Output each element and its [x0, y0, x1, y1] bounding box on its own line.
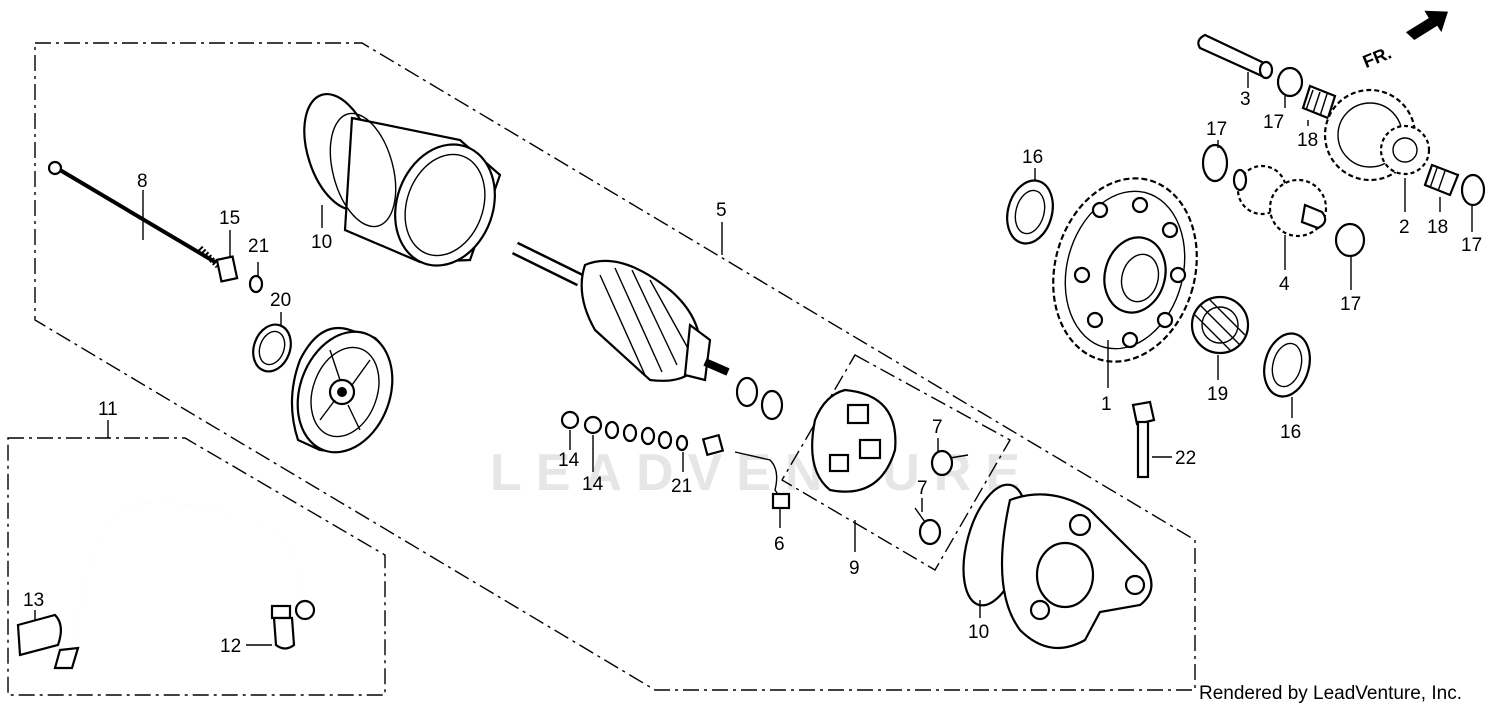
- washer-16-upper-part: [1006, 179, 1054, 245]
- callout-13: 13: [23, 590, 44, 611]
- idle-gear-4-part: [1232, 164, 1328, 238]
- terminal-bolt-12-part: [270, 604, 296, 650]
- credit-footer: Rendered by LeadVenture, Inc.: [1198, 683, 1462, 704]
- armature-part: [511, 241, 730, 382]
- callout-7-lower: 7: [917, 478, 928, 499]
- callout-14-right: 14: [582, 474, 604, 495]
- callout-1: 1: [1101, 394, 1112, 415]
- cable-group-outline: [7, 437, 386, 696]
- callout-17-mid: 17: [1340, 294, 1361, 315]
- front-direction-arrow: FR.: [1360, 10, 1448, 72]
- callout-21-lower: 21: [671, 476, 692, 497]
- starter-motor-group-outline: [34, 42, 1196, 691]
- front-cover-part: [1000, 493, 1153, 650]
- callout-10-lower: 10: [968, 622, 989, 643]
- callout-15: 15: [219, 208, 240, 229]
- callout-12: 12: [220, 636, 241, 657]
- washer-17-right-part: [1460, 173, 1486, 207]
- brush-holder-part: [811, 388, 897, 493]
- terminal-boot-13-part: [16, 613, 62, 657]
- callout-17-left: 17: [1206, 119, 1227, 140]
- washer-16-lower-part: [1263, 332, 1311, 398]
- callout-21-upper: 21: [248, 236, 269, 257]
- callout-5: 5: [716, 200, 727, 221]
- long-bolt-part: [47, 160, 221, 269]
- callout-19: 19: [1207, 384, 1228, 405]
- callout-4: 4: [1279, 274, 1290, 295]
- callout-6: 6: [774, 534, 785, 555]
- nut-15-part: [215, 255, 239, 283]
- bolt-22-part: [1131, 400, 1156, 479]
- callout-18-top: 18: [1297, 130, 1318, 151]
- washer-17-mid-part: [1334, 222, 1366, 258]
- callout-16-upper: 16: [1022, 147, 1043, 168]
- callout-17-top: 17: [1263, 112, 1284, 133]
- callout-16-lower: 16: [1280, 422, 1301, 443]
- shaft-3-part: [1197, 33, 1274, 80]
- brush-spring-upper-part: [930, 449, 969, 477]
- yoke-housing-part: [329, 112, 502, 267]
- o-ring-20-part: [252, 323, 292, 373]
- washer-16-upper-inner: [1014, 189, 1046, 235]
- callout-20: 20: [270, 290, 291, 311]
- callout-17-right: 17: [1461, 235, 1482, 256]
- rear-cover-part: [290, 326, 394, 454]
- front-direction-label: FR.: [1360, 43, 1394, 72]
- terminal-hardware-row: [560, 410, 689, 452]
- callout-18-lower: 18: [1427, 217, 1448, 238]
- callout-10-upper: 10: [311, 232, 332, 253]
- washer-21-part: [248, 274, 264, 294]
- starter-cable-part: [53, 500, 316, 670]
- armature-washer-part: [760, 389, 784, 421]
- washer-17-top-part: [1276, 66, 1304, 98]
- callout-22: 22: [1175, 448, 1196, 469]
- callout-2: 2: [1399, 217, 1410, 238]
- callout-7-upper: 7: [932, 417, 943, 438]
- starter-driven-gear-1-part: [1052, 177, 1198, 363]
- o-ring-20-inner: [258, 330, 286, 366]
- brush-holder-group-outline: [781, 354, 1011, 571]
- brush-set-part: [701, 433, 791, 510]
- callout-8: 8: [137, 171, 148, 192]
- callout-9: 9: [849, 558, 860, 579]
- reduction-gear-2-part: [1323, 88, 1431, 182]
- needle-bearing-18-lower-part: [1423, 163, 1460, 197]
- washer-16-lower-inner: [1271, 342, 1303, 388]
- callout-11: 11: [98, 399, 118, 420]
- watermark: LEADVENTURE: [490, 444, 1034, 502]
- callout-14-left: 14: [558, 450, 580, 471]
- armature-washer-part: [735, 376, 759, 408]
- needle-bearing-18-top-part: [1301, 84, 1337, 120]
- brush-spring-lower-part: [914, 507, 942, 546]
- needle-bearing-19-part: [1190, 295, 1250, 355]
- washer-17-left-part: [1201, 143, 1229, 183]
- callout-3: 3: [1240, 89, 1251, 110]
